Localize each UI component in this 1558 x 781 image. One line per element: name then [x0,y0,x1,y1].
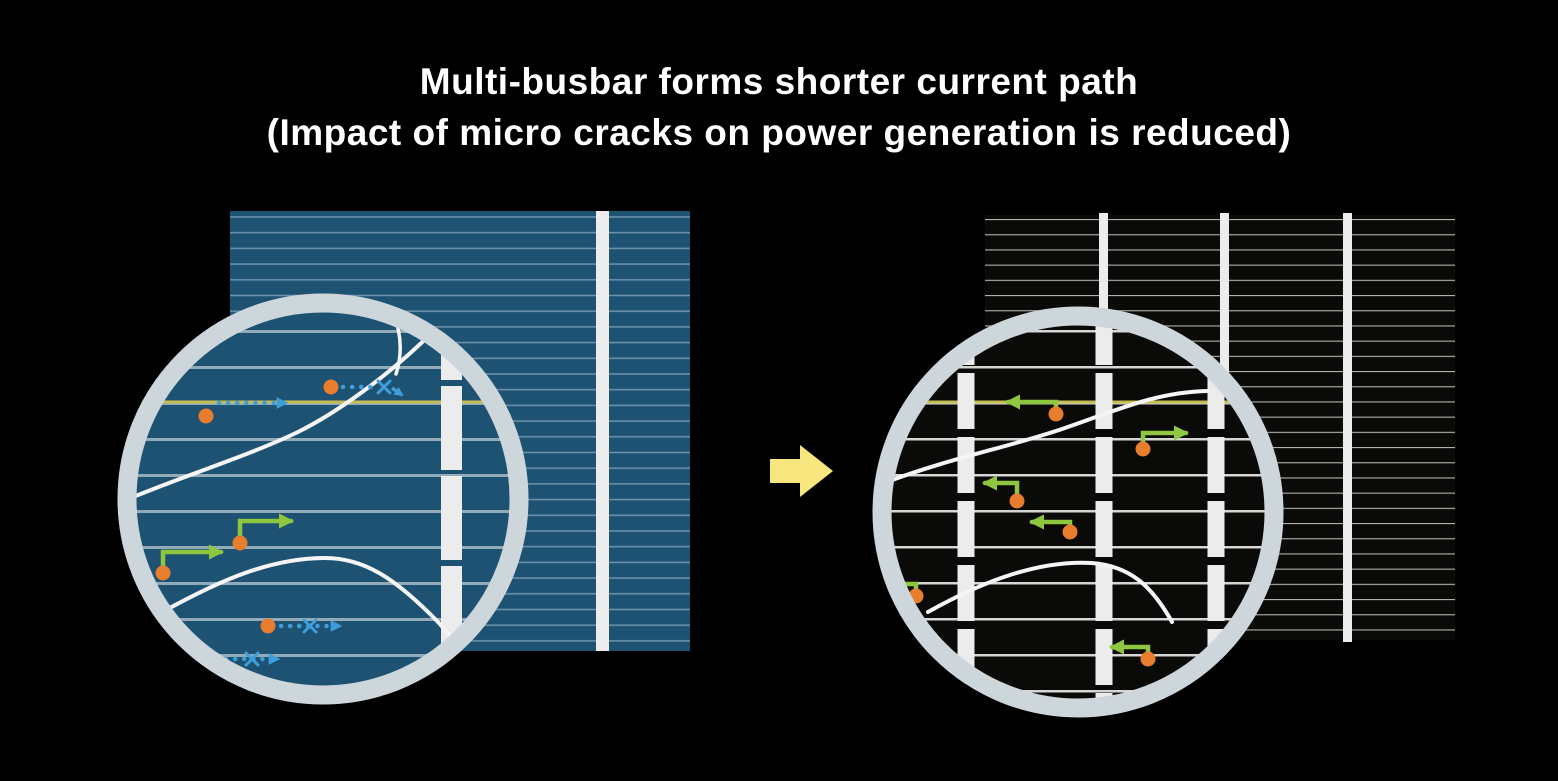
carrier-dot [232,535,248,551]
left-magnifier-ring [117,293,529,705]
left-micro-crack-lower [146,555,470,665]
standard-cell-busbar [596,211,609,651]
carrier-dot [155,565,171,581]
short-path-arrow-right-2 [1140,425,1190,447]
carrier-dot [198,408,214,424]
transition-arrow-icon [770,445,833,497]
left-micro-crack-upper [131,314,450,499]
long-path-arrow-2-head [390,386,404,397]
carrier-dot [1048,406,1064,422]
carrier-dot [260,618,276,634]
carrier-dot [1135,441,1151,457]
carrier-dot [1140,651,1156,667]
blocked-path-x-icon-3b [244,651,260,667]
title-line-1: Multi-busbar forms shorter current path [419,61,1139,102]
right-magnifier [872,306,1284,718]
right-magnifier-ring [872,306,1284,718]
multi-cell-busbar-3 [1343,213,1352,642]
blocked-path-x-icon-1 [376,379,392,395]
left-magnifier-view [127,303,519,695]
right-micro-crack-upper [882,389,1210,485]
carrier-dot [1062,524,1078,540]
carrier-dot [323,379,339,395]
figure-title: Multi-busbar forms shorter current path … [0,56,1558,158]
carrier-dot [1009,493,1025,509]
left-magnifier [117,293,529,705]
short-path-arrow-left-1 [237,513,295,541]
title-line-2: (Impact of micro cracks on power generat… [266,112,1292,153]
right-magnifier-view [882,316,1274,708]
blocked-path-x-icon-2 [302,618,318,634]
short-path-arrow-left-2 [160,544,225,571]
right-micro-crack-lower [926,560,1174,624]
short-path-arrow-right-3 [981,475,1020,499]
